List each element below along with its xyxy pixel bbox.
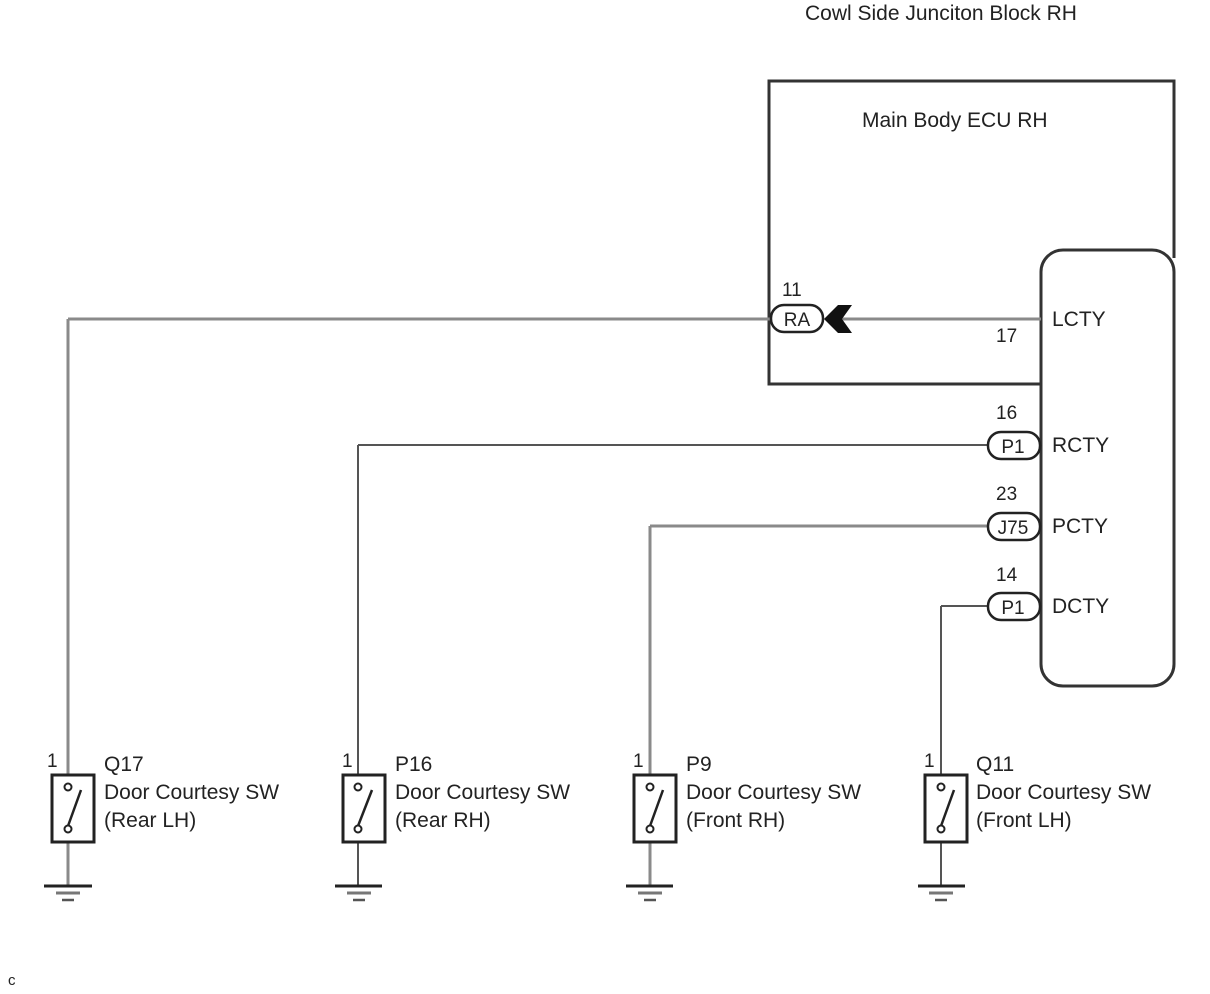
switch-q11: 1 Q11 Door Courtesy SW (Front LH): [918, 751, 1151, 902]
switch-contact-icon: [63, 824, 73, 834]
ecu-body: [1039, 248, 1176, 688]
connector-ra-label: RA: [784, 310, 811, 331]
ecu-pin-lcty: 17: [996, 326, 1017, 347]
footer-mark: c: [8, 972, 16, 989]
switch-pin: 1: [47, 751, 58, 772]
connector-ra: RA: [769, 303, 825, 334]
switch-pin: 1: [633, 751, 644, 772]
switch-contact-icon: [936, 782, 946, 792]
switch-p16: 1 P16 Door Courtesy SW (Rear RH): [335, 751, 570, 902]
switch-pin: 1: [924, 751, 935, 772]
switch-contact-icon: [645, 782, 655, 792]
junction-block-outline: [767, 79, 1176, 386]
connector-j75-label: J75: [998, 518, 1029, 539]
switch-position: (Front RH): [686, 809, 785, 832]
switch-contact-icon: [645, 824, 655, 834]
switch-code: P16: [395, 753, 432, 776]
connector-j75-pcty: J75: [986, 511, 1042, 542]
ecu-pin-rcty: 16: [996, 403, 1017, 424]
connector-p1-label: P1: [1001, 598, 1024, 619]
switch-contact-icon: [353, 782, 363, 792]
switch-code: Q17: [104, 753, 144, 776]
ecu-terminal-rcty: RCTY: [1052, 434, 1109, 457]
switch-p9: 1 P9 Door Courtesy SW (Front RH): [626, 751, 861, 902]
junction-block-label: Cowl Side Junciton Block RH: [805, 2, 1077, 25]
switch-code: P9: [686, 753, 712, 776]
switch-position: (Rear RH): [395, 809, 491, 832]
ecu-terminal-dcty: DCTY: [1052, 595, 1109, 618]
switch-contact-icon: [936, 824, 946, 834]
switch-pin: 1: [342, 751, 353, 772]
connector-p1-label: P1: [1001, 437, 1024, 458]
switch-code: Q11: [976, 753, 1014, 776]
switch-name: Door Courtesy SW: [395, 781, 570, 804]
connector-arrow-icon: [824, 305, 852, 333]
ground-icon: [918, 884, 965, 902]
connector-p1-rcty: P1: [986, 430, 1042, 461]
ecu-terminal-lcty: LCTY: [1052, 308, 1106, 331]
ecu-pin-dcty: 14: [996, 565, 1018, 586]
wire-lcty: [66, 317, 1041, 776]
ground-icon: [335, 884, 382, 902]
connector-ra-pin: 11: [782, 280, 802, 301]
connector-p1-dcty: P1: [986, 591, 1042, 622]
switch-blade-icon: [66, 789, 83, 827]
switch-contact-icon: [353, 824, 363, 834]
switch-q17: 1 Q17 Door Courtesy SW (Rear LH): [44, 751, 279, 902]
switch-name: Door Courtesy SW: [976, 781, 1151, 804]
ecu-terminal-pcty: PCTY: [1052, 515, 1108, 538]
ground-icon: [44, 884, 92, 902]
ecu-label: Main Body ECU RH: [862, 109, 1048, 132]
ground-icon: [626, 884, 673, 902]
switch-position: (Front LH): [976, 809, 1072, 832]
wire-rcty: [357, 444, 988, 776]
switch-blade-icon: [356, 789, 374, 827]
switch-blade-icon: [648, 789, 665, 827]
wire-pcty: [648, 524, 988, 776]
switch-name: Door Courtesy SW: [104, 781, 279, 804]
switch-contact-icon: [63, 782, 73, 792]
switch-blade-icon: [939, 789, 956, 827]
switch-name: Door Courtesy SW: [686, 781, 861, 804]
wire-dcty: [940, 605, 988, 776]
ecu-pin-pcty: 23: [996, 484, 1017, 505]
switch-position: (Rear LH): [104, 809, 196, 832]
